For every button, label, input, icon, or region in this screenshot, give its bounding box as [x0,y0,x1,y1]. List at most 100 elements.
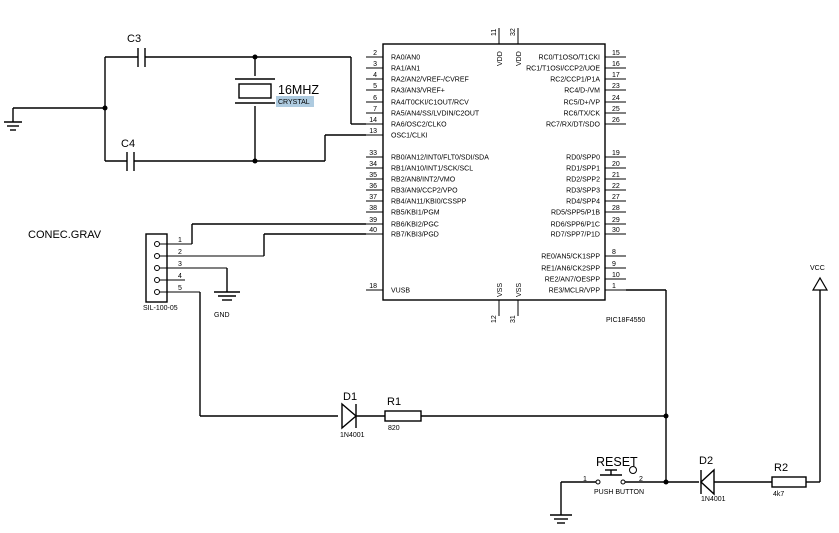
chip-pin-left-38-number: 38 [369,205,377,212]
chip-pin-right-9-number: 9 [612,261,616,268]
chip-pin-right-24-number: 24 [612,95,620,102]
chip-pin-right-30-number: 30 [612,227,620,234]
chip-pin-left-14-name: RA6/OSC2/CLKO [391,122,447,129]
chip-pin-left-39-number: 39 [369,217,377,224]
d1-part-label: 1N4001 [340,432,365,439]
chip-pin-right-19-number: 19 [612,150,620,157]
connector-part-label: SIL-100-05 [143,305,178,312]
chip-pin-top-11-number: 11 [491,29,498,36]
chip-pin-right-10-number: 10 [612,272,620,279]
chip-pin-top-32-name: VDD [516,51,523,66]
svg-text:4: 4 [178,273,182,280]
chip-pin-right-15-name: RC0/T1OSO/T1CKI [539,55,601,62]
chip-pin-right-15-number: 15 [612,50,620,57]
chip-pin-right-23-number: 23 [612,83,620,90]
chip-pin-right-17-name: RC2/CCP1/P1A [550,77,600,84]
connector-pin-2: 2 [154,249,264,259]
connector-pin-3: 3 [154,261,227,271]
reset-label: RESET [596,455,638,469]
chip-pin-left-33-name: RB0/AN12/INT0/FLT0/SDI/SDA [391,155,489,162]
chip-pin-left-2-name: RA0/AN0 [391,55,420,62]
chip-pin-left-7-name: RA5/AN4/SS/LVDIN/C2OUT [391,111,480,118]
oscillator-network: C3 16MHZ CRYSTAL C4 [4,33,366,171]
chip-pin-right-16-number: 16 [612,61,620,68]
svg-text:3: 3 [178,261,182,268]
connector-pin-1: 1 [154,237,192,247]
chip-body [382,43,606,301]
button-contact-right [620,479,626,485]
r2-resistor [771,476,807,488]
chip-pin-left-37-number: 37 [369,194,377,201]
chip-pin-right-27-number: 27 [612,194,620,201]
chip-pin-right-21-name: RD2/SPP2 [566,177,600,184]
chip-pin-right-10-name: RE2/AN7/OESPP [545,277,601,284]
connector-pin-5: 5 [154,285,200,295]
chip-pin-right-28-name: RD5/SPP5/P1B [551,210,600,217]
pic-chip: PIC18F4550 2RA0/AN03RA1/AN14RA2/AN2/VREF… [366,28,645,324]
vcc-arrow-icon [811,276,829,291]
r1-resistor [384,410,422,422]
chip-pin-left-13-number: 13 [369,128,377,135]
r2-value-label: 4k7 [773,491,784,498]
chip-pin-left-36-name: RB3/AN9/CCP2/VPO [391,188,458,195]
chip-pin-right-1-name: RE3/MCLR/VPP [549,288,601,295]
chip-pin-right-27-name: RD4/SPP4 [566,199,600,206]
c3-label: C3 [127,33,141,45]
chip-pin-right-8-number: 8 [612,249,616,256]
chip-pin-right-19-name: RD0/SPP0 [566,155,600,162]
button-contact-left [595,479,601,485]
crystal-freq-label: 16MHZ [278,83,319,97]
crystal-body [238,83,272,99]
chip-pin-right-20-name: RD1/SPP1 [566,166,600,173]
chip-pin-right-22-number: 22 [612,183,620,190]
c4-label: C4 [121,138,135,150]
button-pin1-label: 1 [583,476,587,483]
chip-pin-right-30-name: RD7/SPP7/P1D [551,232,600,239]
r1-value-label: 820 [388,425,400,432]
crystal-type-highlight [276,96,314,107]
chip-pin-right-29-name: RD6/SPP6/P1C [551,222,600,229]
chip-pin-bottom-12-name: VSS [497,283,504,297]
svg-text:1: 1 [178,237,182,244]
chip-pin-right-25-name: RC6/TX/CK [563,111,600,118]
chip-pin-right-23-name: RC4/D-/VM [564,88,600,95]
d1-diode-icon [341,402,358,430]
chip-pin-bottom-31-name: VSS [516,283,523,297]
chip-pin-left-3-name: RA1/AN1 [391,66,420,73]
chip-pin-left-34-number: 34 [369,161,377,168]
gnd-label: GND [214,312,230,319]
chip-pin-left-5-name: RA3/AN3/VREF+ [391,88,445,95]
svg-text:5: 5 [178,285,182,292]
chip-pin-right-16-name: RC1/T1OSI/CCP2/UOE [526,66,600,73]
chip-pin-right-17-number: 17 [612,72,620,79]
chip-pin-right-29-number: 29 [612,217,620,224]
svg-text:2: 2 [178,249,182,256]
chip-pin-right-22-name: RD3/SPP3 [566,188,600,195]
chip-pin-left-36-number: 36 [369,183,377,190]
chip-pin-top-11-name: VDD [497,51,504,66]
chip-pin-left-2-number: 2 [373,50,377,57]
mclr-branch: D1 1N4001 R1 820 [340,289,669,485]
chip-pin-left-6-number: 6 [373,95,377,102]
chip-pin-left-5-number: 5 [373,83,377,90]
d1-ref-label: D1 [343,391,357,403]
chip-pin-right-25-number: 25 [612,106,620,113]
chip-pins: 2RA0/AN03RA1/AN14RA2/AN2/VREF-/CVREF5RA3… [366,28,626,323]
chip-pin-left-40-name: RB7/KBI3/PGD [391,232,439,239]
chip-pin-left-35-name: RB2/AN8/INT2/VMO [391,177,456,184]
chip-pin-left-40-number: 40 [369,227,377,234]
r2-ref-label: R2 [774,462,788,474]
chip-pin-left-35-number: 35 [369,172,377,179]
chip-pin-right-9-name: RE1/AN6/CK2SPP [541,266,600,273]
chip-pin-left-6-name: RA4/T0CKI/C1OUT/RCV [391,100,469,107]
chip-pin-left-3-number: 3 [373,61,377,68]
chip-pin-left-4-number: 4 [373,72,377,79]
chip-pin-left-13-name: OSC1/CLKI [391,133,428,140]
chip-pin-left-34-name: RB1/AN10/INT1/SCK/SCL [391,166,473,173]
chip-pin-right-8-name: RE0/AN5/CK1SPP [541,254,600,261]
connector-title: CONEC.GRAV [28,229,102,241]
chip-part-label: PIC18F4550 [606,317,645,324]
d2-ref-label: D2 [699,455,713,467]
chip-pin-left-7-number: 7 [373,106,377,113]
